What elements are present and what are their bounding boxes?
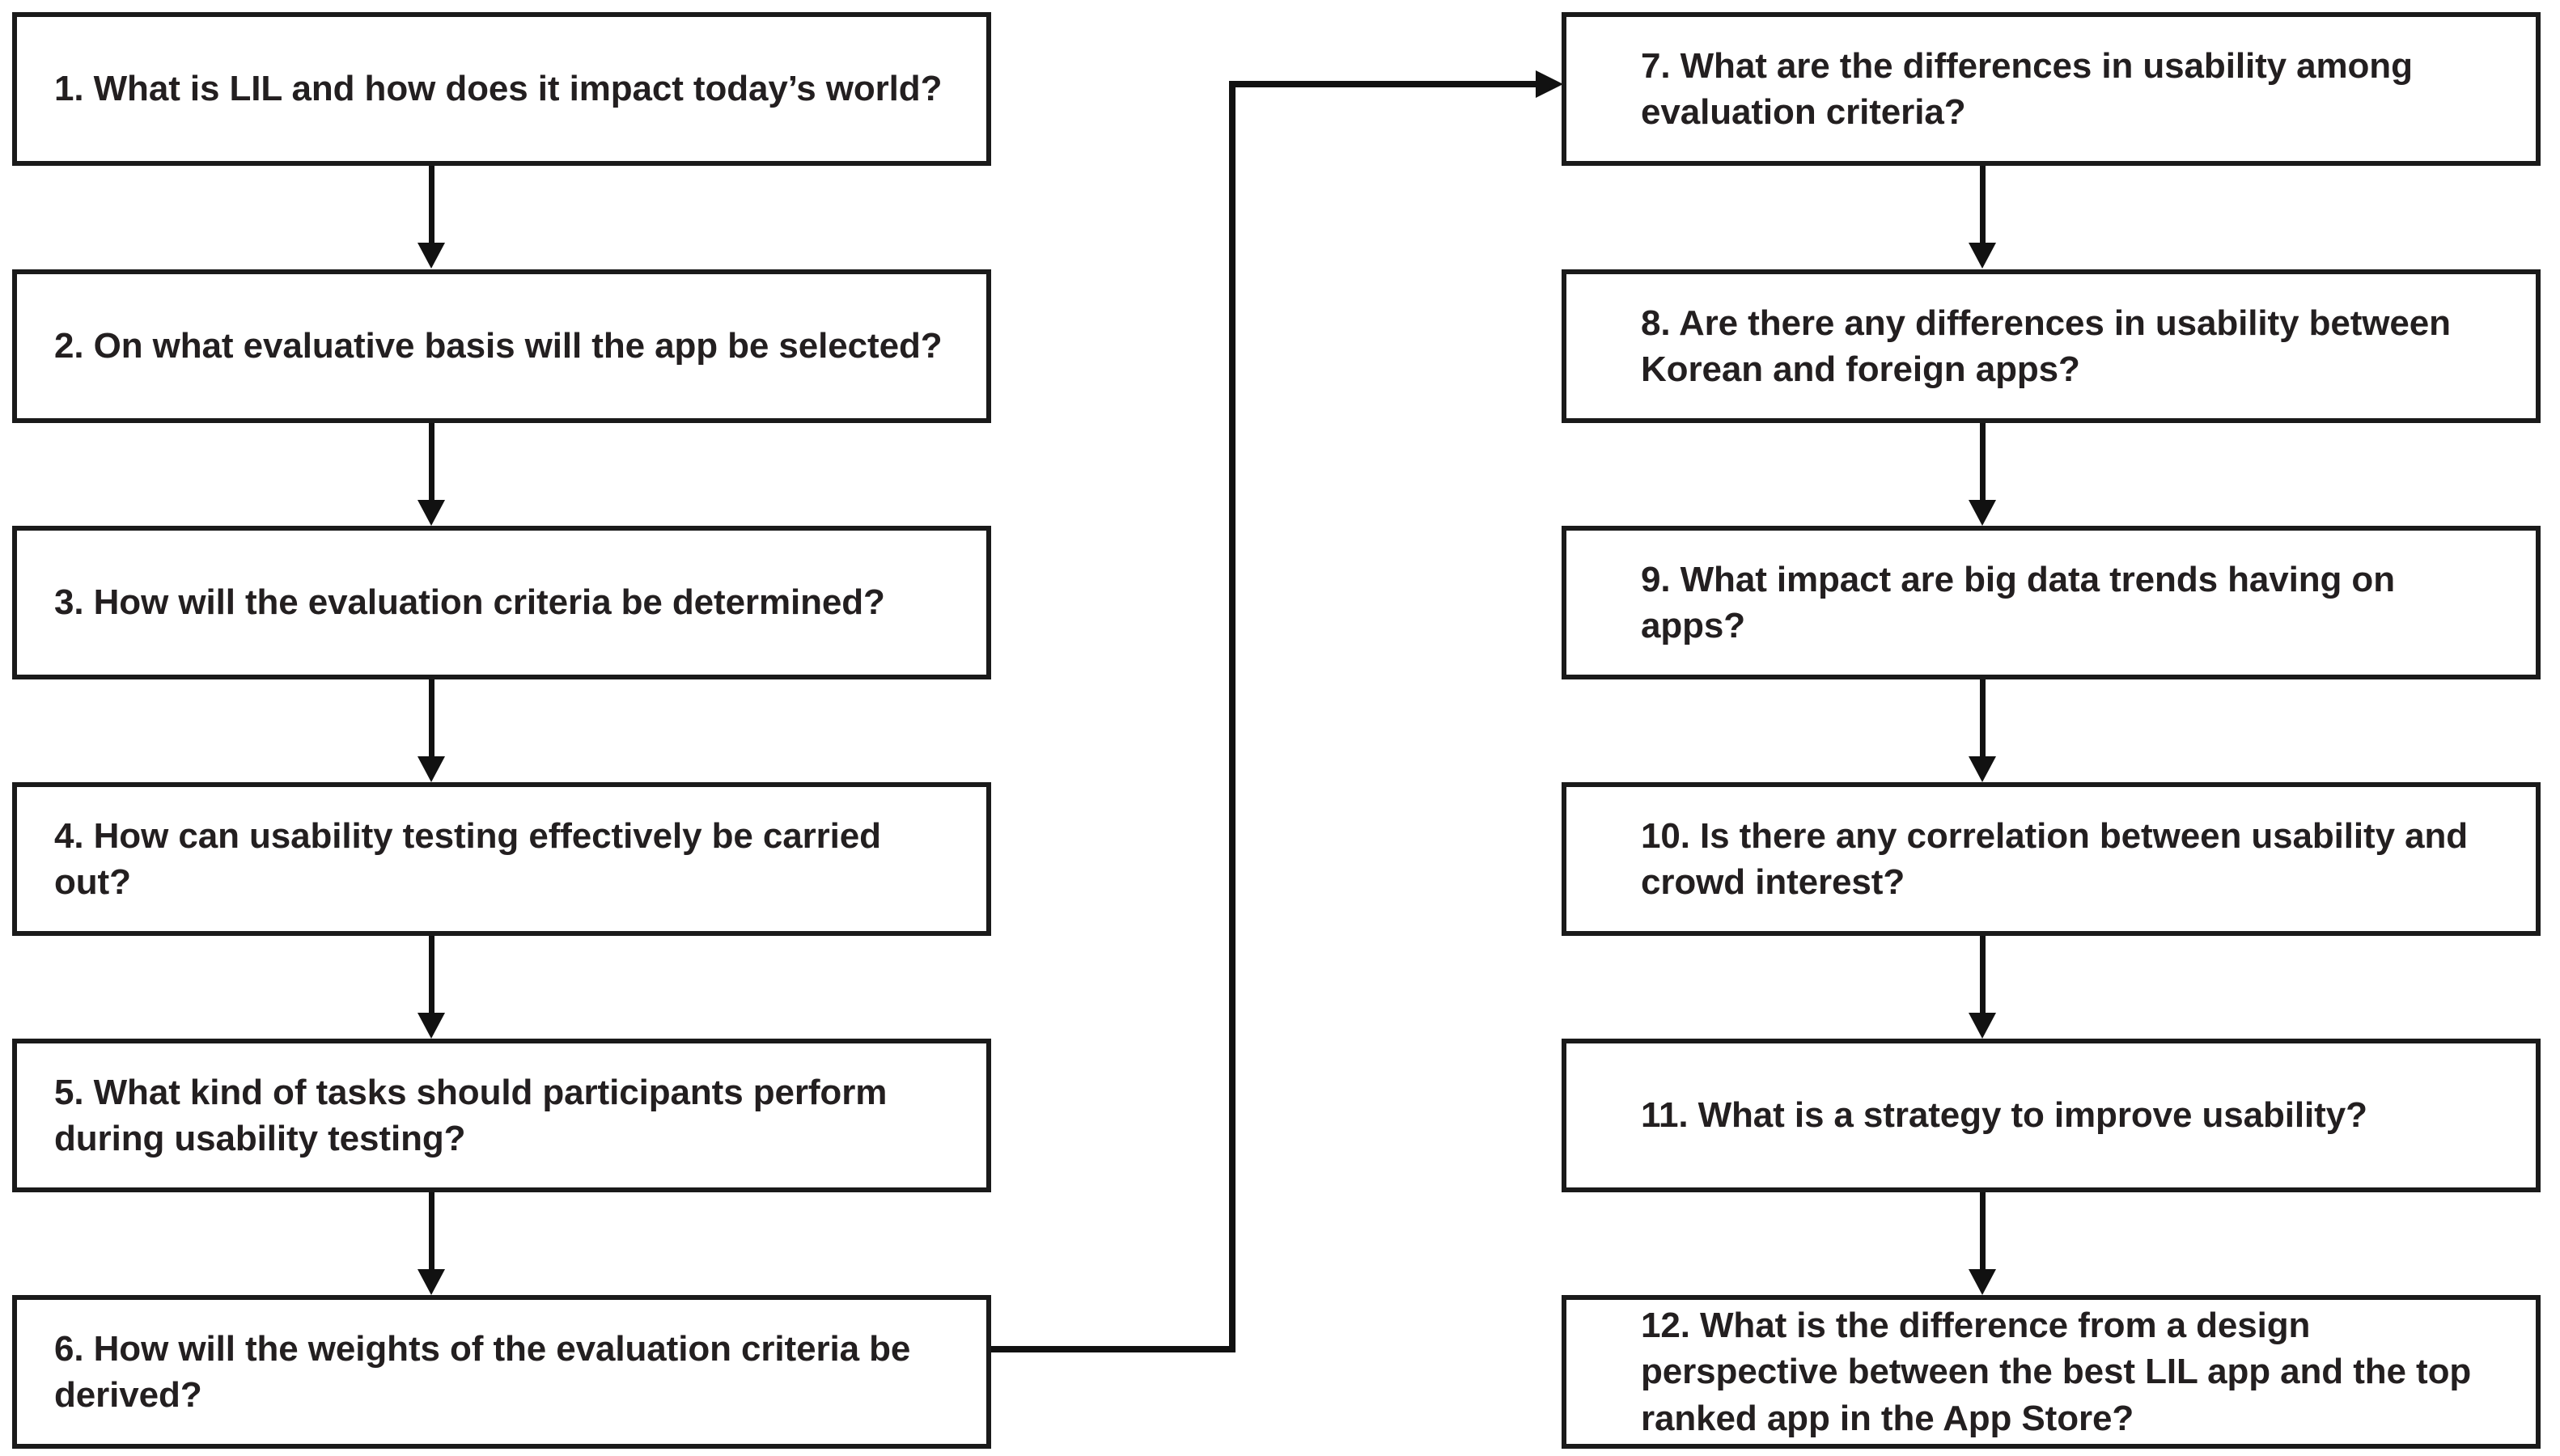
- flow-node-q8-label: 8. Are there any differences in usabilit…: [1641, 303, 2451, 389]
- connector-q6-q7-arrowhead: [1536, 70, 1563, 98]
- flow-node-q8[interactable]: 8. Are there any differences in usabilit…: [1562, 269, 2541, 423]
- flow-node-q3-label: 3. How will the evaluation criteria be d…: [54, 582, 885, 623]
- flow-node-q6[interactable]: 6. How will the weights of the evaluatio…: [12, 1295, 991, 1449]
- flow-node-q9-label: 9. What impact are big data trends havin…: [1641, 559, 2395, 645]
- connector-q4-q5-arrowhead: [417, 1013, 445, 1039]
- flow-node-q10-label: 10. Is there any correlation between usa…: [1641, 815, 2468, 902]
- connector-q10-q11-arrowhead: [1969, 1013, 1996, 1039]
- connector-q8-q9-arrowhead: [1969, 500, 1996, 526]
- connector-q3-q4-arrowhead: [417, 756, 445, 782]
- connector-q11-q12-shaft: [1980, 1192, 1986, 1273]
- connector-q4-q5-shaft: [429, 936, 434, 1017]
- flow-node-q7[interactable]: 7. What are the differences in usability…: [1562, 12, 2541, 166]
- flow-node-q9[interactable]: 9. What impact are big data trends havin…: [1562, 526, 2541, 679]
- flow-node-q4[interactable]: 4. How can usability testing effectively…: [12, 782, 991, 936]
- connector-q2-q3-arrowhead: [417, 500, 445, 526]
- flow-node-q4-label: 4. How can usability testing effectively…: [54, 815, 881, 902]
- flow-node-q1[interactable]: 1. What is LIL and how does it impact to…: [12, 12, 991, 166]
- flow-node-q3[interactable]: 3. How will the evaluation criteria be d…: [12, 526, 991, 679]
- flow-node-q2-label: 2. On what evaluative basis will the app…: [54, 326, 943, 366]
- connector-q6-q7-segment-horizontal-top: [1229, 81, 1538, 87]
- connector-q3-q4-shaft: [429, 679, 434, 760]
- flow-node-q11-label: 11. What is a strategy to improve usabil…: [1641, 1095, 2367, 1136]
- connector-q7-q8-shaft: [1980, 166, 1986, 247]
- flow-node-q1-label: 1. What is LIL and how does it impact to…: [54, 69, 943, 109]
- connector-q1-q2-shaft: [429, 166, 434, 247]
- flow-node-q2[interactable]: 2. On what evaluative basis will the app…: [12, 269, 991, 423]
- flow-node-q5-label: 5. What kind of tasks should participant…: [54, 1072, 888, 1158]
- connector-q1-q2-arrowhead: [417, 243, 445, 269]
- flow-node-q11[interactable]: 11. What is a strategy to improve usabil…: [1562, 1039, 2541, 1192]
- connector-q6-q7-segment-vertical: [1229, 81, 1235, 1352]
- connector-q9-q10-arrowhead: [1969, 756, 1996, 782]
- connector-q6-q7-segment-horizontal-bottom: [991, 1346, 1235, 1352]
- flow-node-q7-label: 7. What are the differences in usability…: [1641, 45, 2413, 132]
- flow-node-q10[interactable]: 10. Is there any correlation between usa…: [1562, 782, 2541, 936]
- connector-q8-q9-shaft: [1980, 423, 1986, 504]
- connector-q5-q6-shaft: [429, 1192, 434, 1273]
- flow-node-q12[interactable]: 12. What is the difference from a design…: [1562, 1295, 2541, 1449]
- connector-q11-q12-arrowhead: [1969, 1269, 1996, 1295]
- flow-node-q12-label: 12. What is the difference from a design…: [1641, 1306, 2472, 1438]
- flow-node-q6-label: 6. How will the weights of the evaluatio…: [54, 1328, 911, 1415]
- connector-q7-q8-arrowhead: [1969, 243, 1996, 269]
- flow-node-q5[interactable]: 5. What kind of tasks should participant…: [12, 1039, 991, 1192]
- connector-q2-q3-shaft: [429, 423, 434, 504]
- connector-q5-q6-arrowhead: [417, 1269, 445, 1295]
- connector-q10-q11-shaft: [1980, 936, 1986, 1017]
- connector-q9-q10-shaft: [1980, 679, 1986, 760]
